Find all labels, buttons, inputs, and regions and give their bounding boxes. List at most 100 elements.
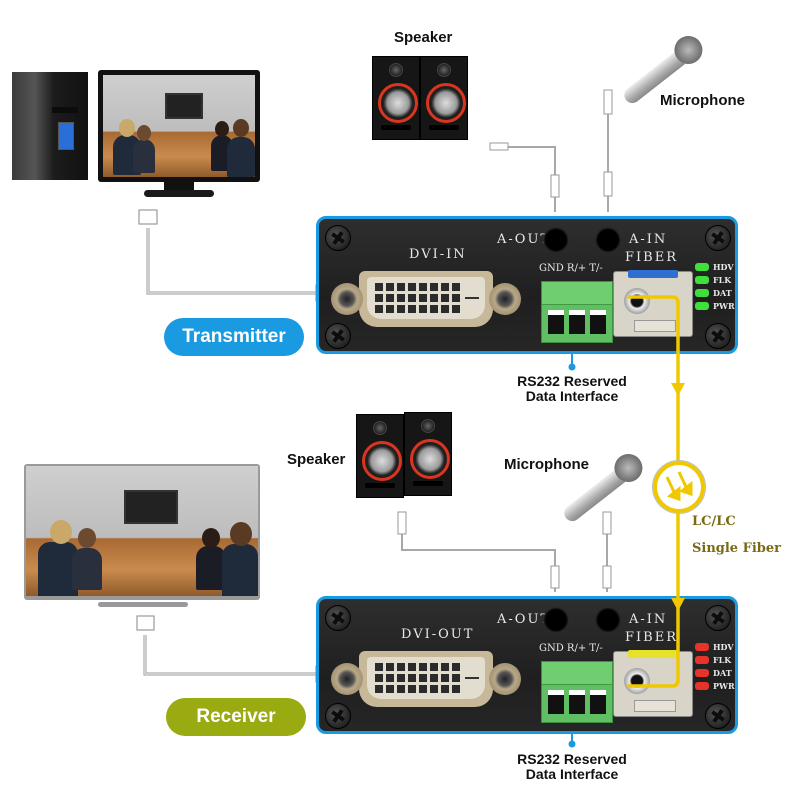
- terminal-pin-labels: GND R/+ T/-: [539, 643, 603, 654]
- audio-in-jack[interactable]: [595, 607, 621, 633]
- person-figure: [133, 139, 155, 173]
- person-figure: [222, 544, 258, 596]
- rs232-label-receiver: RS232 Reserved Data Interface: [500, 752, 644, 782]
- led-pwr: [695, 302, 709, 310]
- led-label-hdv: HDV: [713, 262, 734, 272]
- tv-screen-conference: [26, 466, 258, 596]
- rs232-label-transmitter: RS232 Reserved Data Interface: [500, 374, 644, 404]
- lc-fiber-connector: [624, 668, 650, 694]
- receiver-badge: Receiver: [166, 698, 306, 736]
- audio-in-jack[interactable]: [595, 227, 621, 253]
- person-head: [230, 522, 252, 546]
- status-led-group: HDV FLK DAT PWR: [695, 641, 735, 693]
- microphone-label-receiver: Microphone: [504, 456, 589, 473]
- dvi-out-label: DVI-OUT: [401, 627, 475, 642]
- person-head: [233, 119, 249, 137]
- person-head: [215, 121, 229, 137]
- terminal-pin-labels: GND R/+ T/-: [539, 263, 603, 274]
- conference-wall-tv: [165, 93, 203, 119]
- fiber-link-badge-icon: [653, 461, 705, 513]
- dvi-out-port[interactable]: [331, 651, 521, 707]
- led-label-dat: DAT: [713, 288, 732, 298]
- led-hdv: [695, 643, 709, 651]
- transmitter-badge: Transmitter: [164, 318, 304, 356]
- monitor-screen-conference: [103, 75, 255, 177]
- audio-plug-speaker-receiver-b: [550, 565, 560, 589]
- speaker-label-transmitter: Speaker: [394, 29, 453, 46]
- fiber-arrow-down-icon: [671, 383, 685, 396]
- speaker-right-transmitter: [420, 56, 468, 140]
- screw-icon: [705, 703, 731, 729]
- led-label-flk: FLK: [713, 655, 732, 665]
- lc-fiber-connector: [624, 288, 650, 314]
- dvi-plug-top-transmitter: [138, 209, 158, 225]
- person-head: [78, 528, 96, 548]
- rs232-pointer-dot-transmitter: [568, 363, 576, 371]
- dvi-in-port[interactable]: [331, 271, 521, 327]
- rs232-pointer-dot-receiver: [568, 740, 576, 748]
- fiber-sfp-port[interactable]: [613, 650, 693, 717]
- screw-icon: [325, 703, 351, 729]
- audio-plug-mic-receiver-b: [602, 565, 612, 589]
- rs232-terminal-block[interactable]: [541, 281, 613, 343]
- audio-in-label: A-IN: [629, 232, 668, 247]
- receiver-panel: DVI-OUT A-OUT A-IN FIBER GND R/+ T/- HDV…: [316, 596, 738, 734]
- screw-icon: [705, 225, 731, 251]
- audio-out-label: A-OUT: [497, 612, 552, 627]
- fiber-label: FIBER: [625, 630, 678, 645]
- tv-stand: [98, 602, 188, 607]
- audio-plug-mic-transmitter-b: [603, 171, 613, 197]
- dvi-cable-receiver-inner: [144, 635, 316, 675]
- monitor-neck: [164, 182, 194, 192]
- led-dat: [695, 669, 709, 677]
- rs232-label-line2: Data Interface: [525, 388, 619, 404]
- dvi-in-label: DVI-IN: [409, 247, 467, 262]
- fiber-type-label: LC/LC: [692, 514, 736, 529]
- led-label-pwr: PWR: [713, 301, 735, 311]
- rs232-label-line2: Data Interface: [525, 766, 619, 782]
- audio-out-jack[interactable]: [543, 227, 569, 253]
- sfp-latch: [628, 650, 678, 658]
- screw-icon: [325, 225, 351, 251]
- audio-plug-speaker-transmitter-a: [489, 142, 509, 151]
- rs232-label-line1: RS232 Reserved: [517, 373, 627, 389]
- dvi-cable-transmitter-inner: [147, 228, 316, 294]
- rs232-terminal-block[interactable]: [541, 661, 613, 723]
- speaker-left-receiver: [356, 414, 404, 498]
- audio-plug-mic-receiver-a: [602, 511, 612, 535]
- audio-in-label: A-IN: [629, 612, 668, 627]
- monitor-stand: [144, 190, 214, 197]
- speaker-label-receiver: Speaker: [287, 451, 346, 468]
- person-figure: [196, 546, 226, 590]
- person-head: [137, 125, 151, 141]
- pc-display-panel: [58, 122, 74, 150]
- audio-plug-speaker-transmitter-b: [550, 174, 560, 198]
- audio-out-jack[interactable]: [543, 607, 569, 633]
- dvi-plug-top-receiver: [136, 615, 155, 631]
- conference-wall-tv: [124, 490, 178, 524]
- audio-out-label: A-OUT: [497, 232, 552, 247]
- signal-arrows-icon: [665, 471, 693, 502]
- screw-icon: [705, 605, 731, 631]
- fiber-arrow-down-icon: [671, 598, 685, 611]
- status-led-group: HDV FLK DAT PWR: [695, 261, 735, 313]
- person-head: [202, 528, 220, 548]
- transmitter-panel: DVI-IN A-OUT A-IN FIBER GND R/+ T/- HDV …: [316, 216, 738, 354]
- led-label-dat: DAT: [713, 668, 732, 678]
- sfp-latch: [628, 270, 678, 278]
- screw-icon: [325, 605, 351, 631]
- speaker-right-receiver: [404, 412, 452, 496]
- led-dat: [695, 289, 709, 297]
- person-figure: [72, 548, 102, 590]
- person-figure: [227, 137, 255, 177]
- screw-icon: [325, 323, 351, 349]
- led-flk: [695, 276, 709, 284]
- led-flk: [695, 656, 709, 664]
- screw-icon: [705, 323, 731, 349]
- speaker-left-transmitter: [372, 56, 420, 140]
- audio-plug-mic-transmitter-a: [603, 89, 613, 115]
- led-label-hdv: HDV: [713, 642, 734, 652]
- pc-drive-bay: [52, 107, 78, 113]
- display-tv: [24, 464, 260, 607]
- fiber-link-badge-ring: [652, 460, 706, 514]
